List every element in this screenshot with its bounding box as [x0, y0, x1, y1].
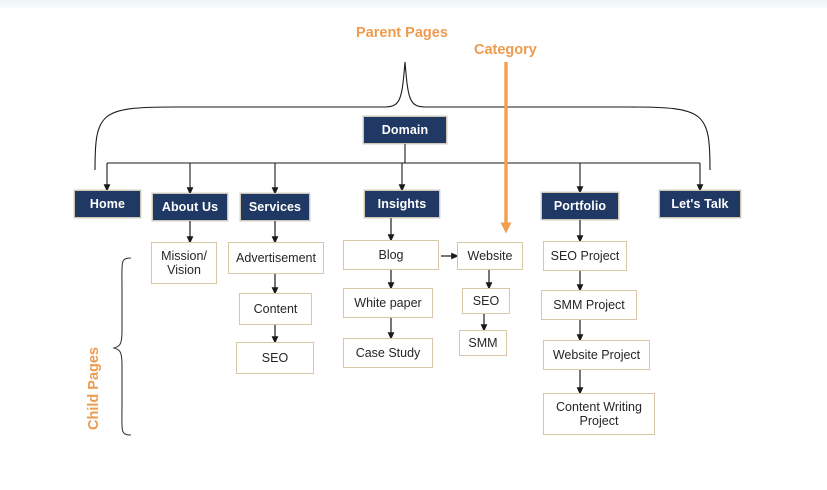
node-seo-category[interactable]: SEO	[462, 288, 510, 314]
node-case-study-label: Case Study	[355, 346, 421, 360]
node-advertisement-label: Advertisement	[236, 251, 316, 265]
node-content-writing-project-line2: Project	[579, 414, 619, 428]
node-portfolio-label: Portfolio	[553, 199, 607, 213]
node-lets-talk-label: Let's Talk	[671, 197, 729, 211]
node-smm-project-label: SMM Project	[553, 298, 625, 312]
node-home-label: Home	[89, 197, 126, 211]
node-portfolio[interactable]: Portfolio	[541, 192, 619, 220]
annotation-child-pages: Child Pages	[86, 347, 102, 430]
node-white-paper-label: White paper	[354, 296, 422, 310]
node-seo-services[interactable]: SEO	[236, 342, 314, 374]
node-domain[interactable]: Domain	[363, 116, 447, 144]
node-mission-vision-line1: Mission/	[161, 249, 207, 263]
node-smm-category[interactable]: SMM	[459, 330, 507, 356]
node-seo-services-label: SEO	[261, 351, 289, 365]
node-content-writing-project-line1: Content Writing	[556, 400, 642, 414]
node-blog-label: Blog	[378, 248, 404, 262]
node-website[interactable]: Website	[457, 242, 523, 270]
node-blog[interactable]: Blog	[343, 240, 439, 270]
node-content[interactable]: Content	[239, 293, 312, 325]
parent-bus	[103, 162, 704, 195]
node-domain-label: Domain	[381, 123, 429, 137]
node-content-writing-project[interactable]: Content Writing Project	[543, 393, 655, 435]
node-home[interactable]: Home	[74, 190, 141, 218]
node-seo-project-label: SEO Project	[550, 249, 620, 263]
node-insights-label: Insights	[377, 197, 427, 211]
root-brace	[94, 61, 711, 171]
node-services-label: Services	[248, 200, 302, 214]
top-edge-band	[0, 0, 827, 9]
child-pages-brace	[112, 257, 132, 436]
annotation-parent-pages: Parent Pages	[356, 25, 448, 41]
node-insights[interactable]: Insights	[364, 190, 440, 218]
node-white-paper[interactable]: White paper	[343, 288, 433, 318]
node-website-project[interactable]: Website Project	[543, 340, 650, 370]
node-about-us[interactable]: About Us	[152, 193, 228, 221]
node-mission-vision[interactable]: Mission/ Vision	[151, 242, 217, 284]
node-seo-category-label: SEO	[472, 294, 500, 308]
node-website-label: Website	[467, 249, 513, 263]
node-mission-vision-line2: Vision	[167, 263, 201, 277]
node-smm-project[interactable]: SMM Project	[541, 290, 637, 320]
node-case-study[interactable]: Case Study	[343, 338, 433, 368]
child-links	[186, 218, 584, 395]
node-services[interactable]: Services	[240, 193, 310, 221]
node-website-project-label: Website Project	[552, 348, 641, 362]
node-advertisement[interactable]: Advertisement	[228, 242, 324, 274]
node-content-label: Content	[253, 302, 298, 316]
node-lets-talk[interactable]: Let's Talk	[659, 190, 741, 218]
node-seo-project[interactable]: SEO Project	[543, 241, 627, 271]
node-about-us-label: About Us	[161, 200, 219, 214]
annotation-category: Category	[474, 42, 537, 58]
node-smm-category-label: SMM	[468, 336, 498, 350]
